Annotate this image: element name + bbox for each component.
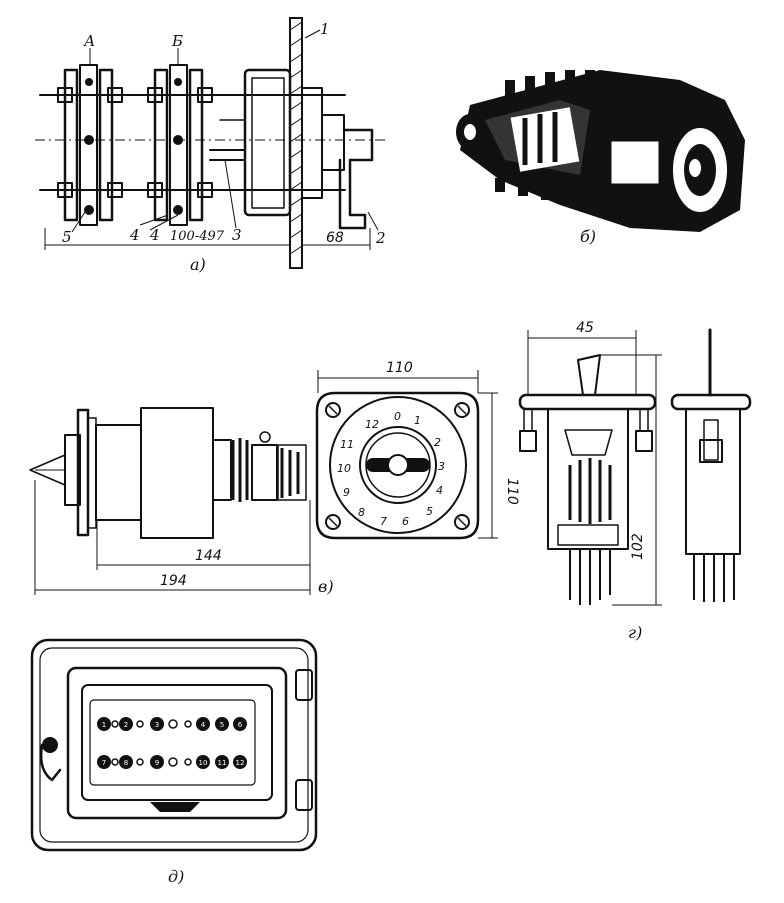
terminal-5: 5 (220, 721, 224, 729)
caption-b: б) (580, 227, 596, 246)
callout-A: А (83, 32, 95, 50)
terminal-10: 10 (199, 759, 208, 767)
callout-5: 5 (62, 228, 72, 246)
caption-d: д) (168, 867, 184, 886)
figure-d-terminal-box: 1 2 3 4 5 6 7 8 9 10 11 12 д) (30, 638, 318, 886)
dial-number-10: 10 (337, 462, 351, 475)
callout-3: 3 (232, 226, 242, 244)
dim-102: 102 (630, 533, 646, 560)
dial-number-3: 3 (438, 460, 445, 473)
terminal-6: 6 (238, 721, 243, 729)
dial-number-4: 4 (436, 484, 443, 497)
terminal-8: 8 (124, 759, 128, 767)
figure-a-switch-side-view: А Б 1 5 4 4 100-497 3 68 2 а) (35, 17, 386, 274)
dim-194: 194 (160, 573, 187, 589)
terminal-3: 3 (155, 721, 159, 729)
figure-v-side-and-front: 144 194 0 1 2 3 4 5 6 7 8 9 10 (29, 360, 520, 596)
dim-68: 68 (326, 230, 344, 246)
caption-g: г) (628, 623, 642, 642)
callout-100-497: 100-497 (170, 229, 225, 244)
dim-45: 45 (576, 320, 594, 336)
terminal-12: 12 (236, 759, 245, 767)
dial-number-7: 7 (380, 515, 387, 528)
figure-g-compact-switch: 45 102 г) (518, 320, 752, 642)
caption-v: в) (318, 577, 334, 596)
dial-number-0: 0 (394, 410, 401, 423)
caption-a: а) (190, 255, 206, 274)
dial-number-1: 1 (414, 414, 421, 427)
dial-number-5: 5 (426, 505, 433, 518)
dial-number-9: 9 (343, 486, 350, 499)
terminal-1: 1 (102, 721, 106, 729)
terminal-9: 9 (155, 759, 159, 767)
callout-4a: 4 (129, 226, 140, 244)
callout-2: 2 (375, 229, 386, 247)
callout-1: 1 (320, 20, 330, 38)
dial-number-8: 8 (358, 506, 365, 519)
callout-4b: 4 (149, 226, 160, 244)
terminal-11: 11 (218, 759, 227, 767)
dial-number-12: 12 (365, 418, 379, 431)
dial-number-6: 6 (402, 515, 409, 528)
dial-number-11: 11 (340, 438, 354, 451)
dim-110-height: 110 (504, 478, 520, 505)
callout-B: Б (171, 32, 183, 50)
dim-110-width: 110 (386, 360, 413, 376)
terminal-2: 2 (124, 721, 128, 729)
terminal-4: 4 (201, 721, 206, 729)
terminal-7: 7 (102, 759, 106, 767)
figure-b-switch-perspective: б) (456, 70, 745, 246)
dim-144: 144 (195, 548, 222, 564)
dial-number-2: 2 (434, 436, 441, 449)
